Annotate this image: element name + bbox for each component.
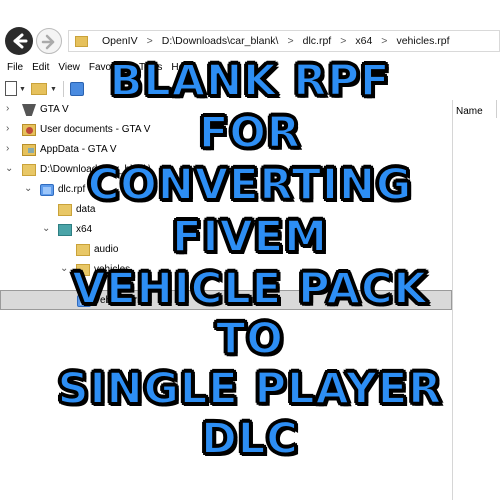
appdata-folder-icon	[22, 144, 36, 156]
tree-item-label: dlc.rpf	[58, 184, 86, 195]
tree-item-audio[interactable]: audio	[0, 240, 452, 260]
tree-item-appdata[interactable]: › AppData - GTA V	[0, 140, 452, 160]
folder-icon	[22, 164, 36, 176]
column-separator[interactable]	[496, 100, 497, 118]
breadcrumb-separator: >	[287, 35, 294, 47]
folder-icon	[76, 244, 90, 256]
menu-help[interactable]: Help	[171, 62, 192, 73]
chevron-down-icon[interactable]: ⌄	[5, 163, 14, 174]
rpf-archive-icon	[77, 295, 91, 307]
tree-item-car-blank[interactable]: ⌄ D:\Downloads\car_blank\	[0, 160, 452, 180]
tree-item-vehicles-rpf[interactable]: vehicles.rpf	[0, 290, 452, 310]
file-list-pane	[452, 100, 500, 500]
breadcrumb-openiv[interactable]: OpenIV	[102, 35, 138, 47]
toolbar-divider	[63, 81, 64, 97]
menu-tools[interactable]: Tools	[138, 62, 163, 73]
new-file-icon[interactable]	[5, 81, 17, 96]
arrow-right-icon	[41, 34, 55, 50]
breadcrumb-x64[interactable]: x64	[355, 35, 373, 47]
menu-favorites[interactable]: Favorites	[88, 62, 130, 73]
gta-icon	[22, 104, 36, 116]
breadcrumb[interactable]: OpenIV > D:\Downloads\car_blank\ > dlc.r…	[68, 30, 500, 52]
tree-item-gta-v[interactable]: › GTA V	[0, 100, 452, 120]
tree-item-label: AppData - GTA V	[40, 144, 117, 155]
breadcrumb-separator: >	[381, 35, 388, 47]
breadcrumb-car-blank[interactable]: D:\Downloads\car_blank\	[161, 35, 279, 47]
folder-tree: › GTA V › User documents - GTA V › AppDa…	[0, 100, 452, 500]
tree-item-dlc-rpf[interactable]: ⌄ dlc.rpf	[0, 180, 452, 200]
menu-edit[interactable]: Edit	[32, 62, 50, 73]
breadcrumb-separator: >	[340, 35, 347, 47]
open-folder-icon[interactable]	[31, 83, 47, 95]
back-button[interactable]	[5, 27, 33, 55]
tree-item-label: x64	[76, 224, 93, 235]
folder-icon	[76, 264, 90, 276]
arrow-left-icon	[13, 33, 28, 49]
rpf-archive-icon	[40, 184, 54, 196]
tree-item-label: vehicles.rpf	[95, 295, 146, 306]
tree-item-label: GTA V	[40, 104, 69, 115]
breadcrumb-separator: >	[146, 35, 153, 47]
user-folder-icon	[22, 124, 36, 136]
chevron-down-icon[interactable]: ⌄	[60, 263, 69, 274]
menu-view[interactable]: View	[58, 62, 80, 73]
chevron-down-icon[interactable]: ▼	[19, 86, 26, 93]
chevron-down-icon[interactable]: ⌄	[42, 223, 51, 234]
chevron-down-icon[interactable]: ⌄	[24, 183, 33, 194]
tree-item-label: data	[76, 204, 96, 215]
menu-bar: File Edit View Favorites Tools Help	[0, 62, 500, 78]
chevron-right-icon[interactable]: ›	[6, 123, 10, 134]
folder-icon	[75, 35, 88, 47]
toolbar: ▼ ▼	[0, 79, 500, 99]
column-header-name[interactable]: Name	[456, 106, 483, 117]
chevron-right-icon[interactable]: ›	[6, 143, 10, 154]
breadcrumb-vehicles-rpf[interactable]: vehicles.rpf	[396, 35, 450, 47]
chevron-down-icon[interactable]: ▼	[50, 86, 57, 93]
breadcrumb-dlc-rpf[interactable]: dlc.rpf	[302, 35, 332, 47]
tree-item-user-documents[interactable]: › User documents - GTA V	[0, 120, 452, 140]
tree-item-data[interactable]: data	[0, 200, 452, 220]
chevron-right-icon[interactable]: ›	[6, 103, 10, 114]
tree-item-vehicles[interactable]: ⌄ vehicles	[0, 260, 452, 280]
folder-icon	[58, 224, 72, 236]
menu-file[interactable]: File	[7, 62, 24, 73]
tree-item-label: User documents - GTA V	[40, 124, 151, 135]
address-bar: OpenIV > D:\Downloads\car_blank\ > dlc.r…	[0, 0, 500, 58]
tree-item-x64[interactable]: ⌄ x64	[0, 220, 452, 240]
tree-item-label: D:\Downloads\car_blank\	[40, 164, 152, 175]
folder-icon	[58, 204, 72, 216]
tree-item-label: audio	[94, 244, 119, 255]
rpf-archive-icon[interactable]	[70, 82, 84, 96]
forward-button[interactable]	[36, 28, 62, 54]
tree-item-label: vehicles	[94, 264, 131, 275]
